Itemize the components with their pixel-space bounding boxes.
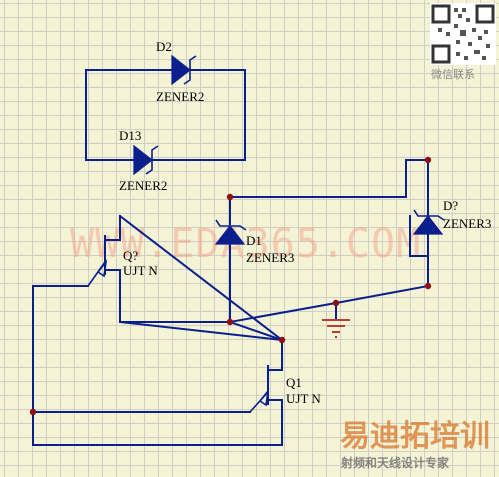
qr-finder-top-left: [431, 4, 451, 24]
diode-d-unnamed-triangle: [412, 215, 444, 235]
junction-dot: [226, 318, 234, 326]
ujt-section-wires: [32, 214, 284, 446]
brand-logo-text: 易迪拓培训: [340, 419, 490, 454]
ujt-q-unnamed[interactable]: Q? UJT N: [87, 235, 158, 287]
q-unnamed-value: UJT N: [123, 263, 158, 278]
diode-d2[interactable]: D2 ZENER2: [156, 39, 204, 104]
ground-rail-wire: [228, 284, 430, 324]
qr-caption: 微信联系: [431, 67, 475, 81]
q1-value: UJT N: [286, 391, 321, 406]
diode-d13-zener-bar: [145, 145, 159, 175]
diode-d-unnamed-ref: D?: [443, 198, 458, 213]
brand-block: 易迪拓培训 射频和天线设计专家: [340, 419, 490, 470]
diode-d-unnamed-value: ZENER3: [443, 216, 491, 231]
junction-dot: [424, 156, 432, 164]
qr-code: 微信联系: [430, 3, 496, 81]
qr-finder-bottom-left: [431, 44, 451, 64]
diode-d13-ref: D13: [119, 128, 141, 143]
q-unnamed-base2-wire: [104, 269, 231, 323]
diode-d13-value: ZENER2: [119, 178, 167, 193]
junctions: [29, 156, 432, 416]
junction-dot: [332, 299, 340, 307]
junction-to-d1-wire: [228, 320, 284, 342]
diode-d1-zener-bar: [215, 219, 247, 231]
diode-d1-triangle: [214, 225, 246, 245]
diode-d13[interactable]: D13 ZENER2: [119, 128, 167, 193]
diode-d2-zener-bar: [183, 55, 197, 85]
q1-ref: Q1: [286, 375, 302, 390]
q1-bottom-loop-wire: [32, 399, 283, 446]
diode-d-unnamed[interactable]: D? ZENER3: [412, 198, 491, 235]
diode-d13-triangle: [133, 144, 153, 176]
junction-dot: [278, 336, 286, 344]
diagonal-wire: [118, 214, 284, 342]
junction-dot: [29, 408, 37, 416]
junction-dot: [424, 282, 432, 290]
junction-dot: [226, 193, 234, 201]
diode-d-unnamed-zener-bar: [413, 209, 445, 221]
diode-d2-triangle: [171, 54, 191, 86]
loop-wire: [85, 69, 246, 161]
d-unnamed-stub-wire: [409, 215, 429, 257]
diode-d2-ref: D2: [156, 39, 172, 54]
q-unnamed-ref: Q?: [123, 248, 138, 263]
base-to-junction-wire: [118, 320, 284, 342]
diode-d2-value: ZENER2: [156, 89, 204, 104]
ground-symbol: [322, 319, 350, 338]
q-unnamed-base1-wire: [104, 215, 121, 241]
q-unnamed-emitter-wire: [32, 285, 89, 413]
diode-d1[interactable]: D1 ZENER3: [214, 219, 294, 265]
diode-d1-ref: D1: [246, 233, 262, 248]
zener-loop: [85, 69, 246, 161]
top-bus-wire: [229, 159, 429, 198]
diode-d1-value: ZENER3: [246, 250, 294, 265]
q1-emitter-arrowhead: [258, 388, 270, 407]
qr-modules: [438, 8, 490, 60]
brand-tagline: 射频和天线设计专家: [340, 455, 450, 470]
ujt-q1[interactable]: Q1 UJT N: [249, 365, 321, 413]
q-unnamed-emitter-arrowhead: [96, 259, 108, 278]
qr-finder-top-right: [475, 4, 495, 24]
q1-base1-wire: [267, 339, 283, 371]
